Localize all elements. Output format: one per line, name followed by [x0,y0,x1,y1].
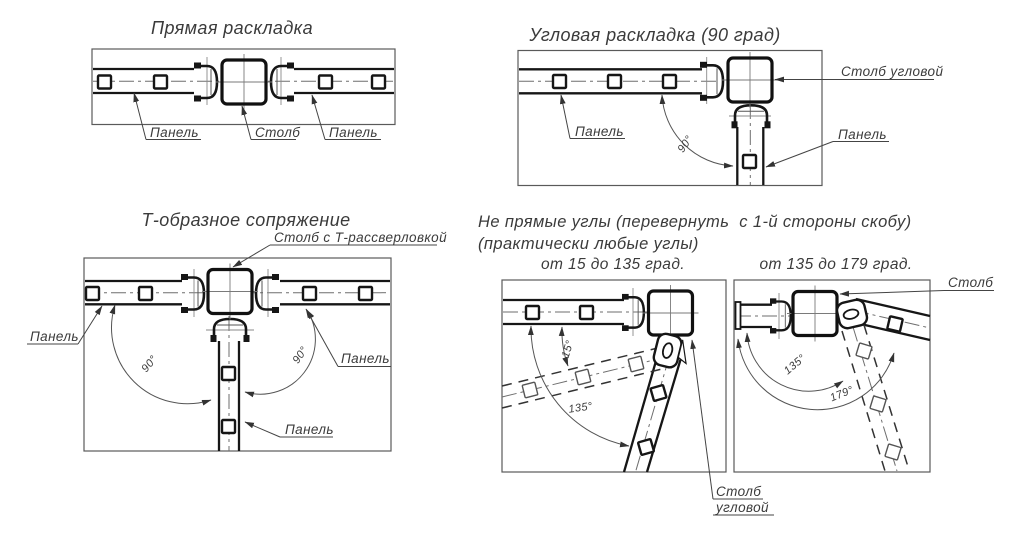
heading-line-1: Не прямые углы (перевернуть с 1-й сторон… [478,213,912,231]
post-label: Столб [948,275,993,290]
callouts: Столб [839,275,994,297]
panel-end-cap [734,301,742,330]
drawing-frame [83,257,392,452]
heading-line-2: (практически любые углы) [478,235,699,253]
callouts: Панель Столб Панель [133,92,381,140]
pivot-bracket [652,332,687,369]
panel-rails [503,298,683,473]
diagram-straight-layout: Прямая раскладка Панель Столб Панель [91,18,396,140]
panel-label: Панель [30,329,79,344]
panel-rails [734,297,931,342]
panel-rails [84,279,390,451]
corner-post-label-line2: угловой [715,500,769,515]
clamp-bracket [730,104,772,130]
sub-diagram-135-179: 135° 179° Столб [733,275,994,473]
clamp-bracket [192,61,219,103]
tee-post-label: Столб с Т-рассверловкой [274,230,447,245]
angle-label: 90° [139,353,160,375]
clamp-bracket [254,272,281,315]
diagram-corner-90: Угловая раскладка (90 град) 90° Столб уг… [517,25,943,187]
diagram-title: Прямая раскладка [151,18,313,38]
corner-post-label-line1: Столб [716,484,761,499]
bolt-slot [661,342,674,359]
panel-label: Панель [285,422,334,437]
corner-post-square [785,283,845,344]
angle-label: 135° [568,400,594,415]
tee-post-square [200,261,260,322]
diagram-title: Угловая раскладка (90 град) [528,25,780,45]
range-b-title: от 135 до 179 град. [759,256,912,273]
clamp-bracket [269,61,296,103]
drawing-frame [501,279,727,473]
angle-arc [244,309,316,398]
angle-label: 135° [782,352,809,377]
panel-label: Панель [341,351,390,366]
diagram-title: Т-образное сопряжение [141,210,350,230]
range-a-title: от 15 до 135 град. [541,256,685,273]
drawing-frame [517,49,823,187]
panel-label: Панель [329,125,378,140]
post-label: Столб [255,125,300,140]
pivot-bracket [835,298,869,330]
panel-label: Панель [150,125,199,140]
post-square [214,52,274,112]
ghost-panel-position [841,324,910,472]
callouts: Столб угловой Панель Панель [559,64,943,168]
diagram-any-angles: Не прямые углы (перевернуть с 1-й сторон… [478,213,994,516]
drawing-frame [733,279,931,473]
panel-label: Панель [575,124,624,139]
panel-rails [519,68,765,185]
angle-arc [109,304,212,406]
angle-label: 90° [291,344,311,366]
callouts: Столб с Т-рассверловкой Панель Панель Па… [27,230,447,438]
clamp-bracket [209,317,251,344]
corner-post-square [640,283,701,343]
corner-post-label: Столб угловой [841,64,943,79]
sub-diagram-15-135: 15° 135° Столб угловой [501,279,774,516]
callouts: Столб угловой [690,339,774,516]
clamp-bracket [179,272,206,315]
ghost-panel-position [501,346,663,409]
corner-post-square [720,50,780,110]
drawing-frame [91,48,396,126]
angle-arc [527,325,630,448]
angle-arc [659,94,734,169]
diagram-tee-junction: Т-образное сопряжение 90° 90° Столб с Т-… [27,210,447,452]
angle-arc [736,338,895,411]
panel-label: Панель [838,127,887,142]
